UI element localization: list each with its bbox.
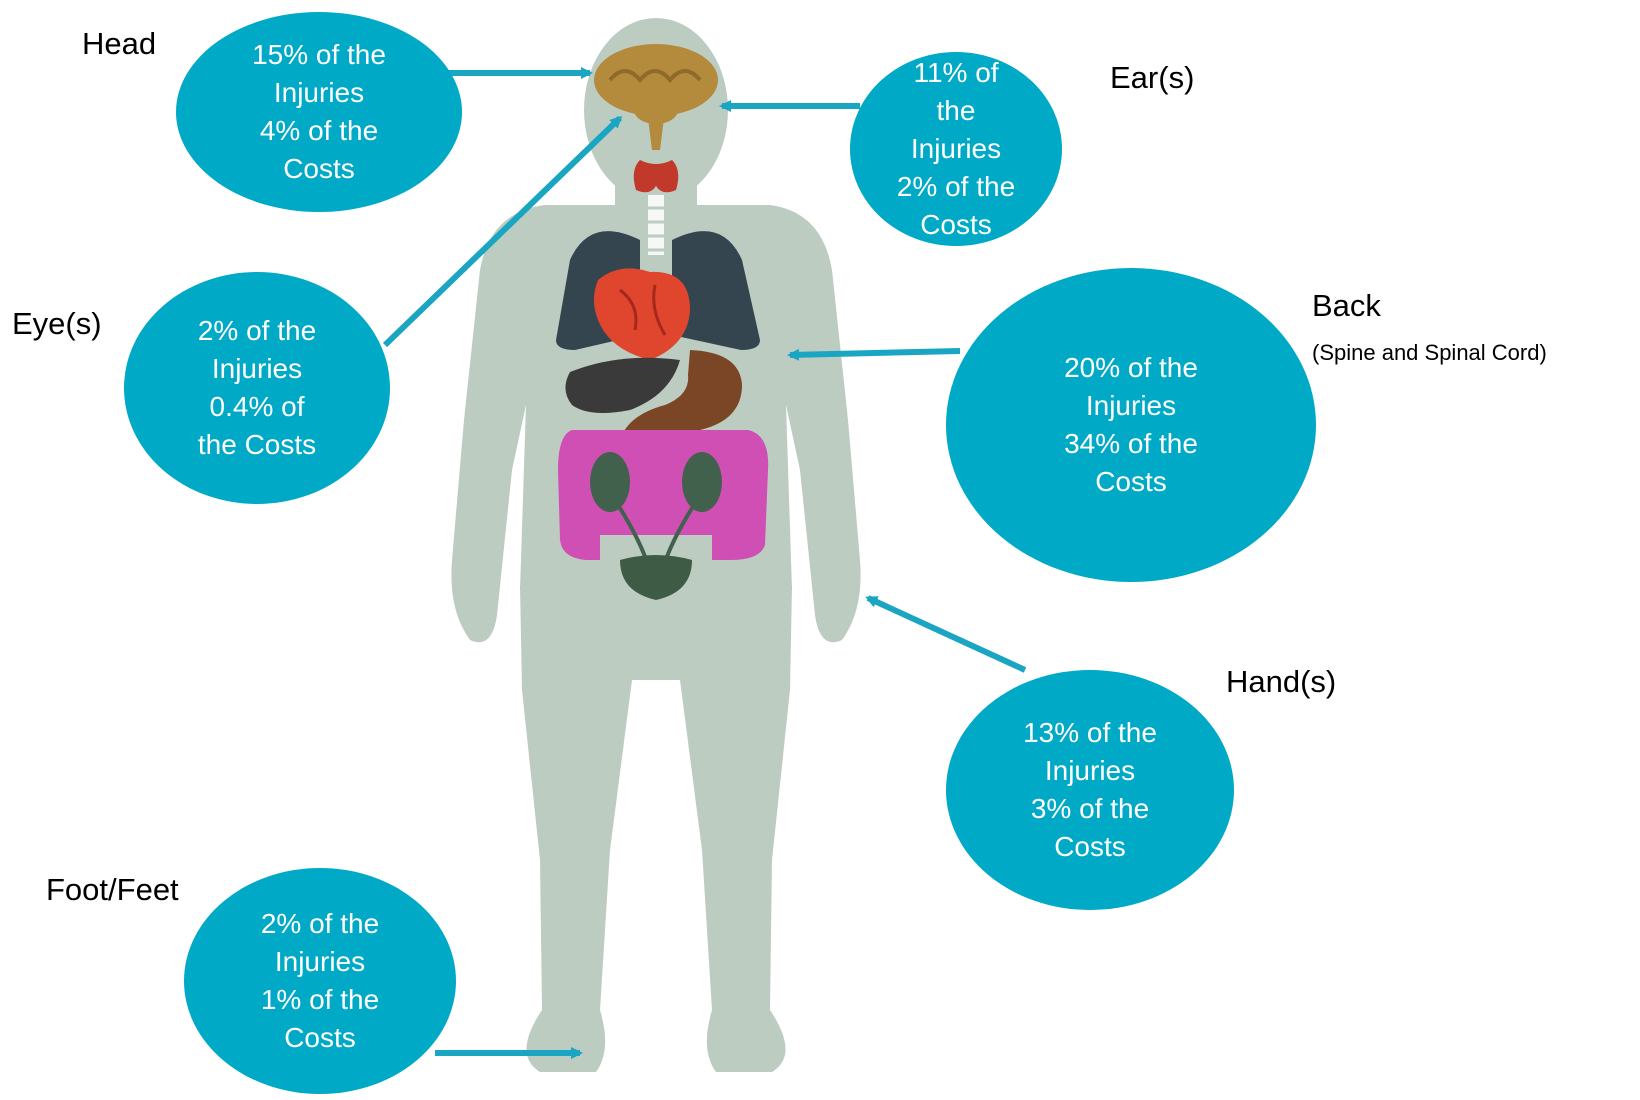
bubble-feet-line: 1% of the	[261, 981, 379, 1019]
bubble-eyes-line: the Costs	[198, 426, 316, 464]
label-hands: Hand(s)	[1226, 664, 1336, 700]
bubble-eyes-line: 0.4% of	[198, 388, 316, 426]
bubble-head-line: Costs	[252, 150, 386, 188]
bubble-eyes-line: Injuries	[198, 350, 316, 388]
arrow-hands	[868, 598, 1025, 670]
bubble-ears-line: Injuries	[897, 130, 1015, 168]
bubble-ears-line: the	[897, 92, 1015, 130]
label-ears: Ear(s)	[1110, 60, 1194, 96]
bubble-back: 20% of the Injuries 34% of the Costs	[946, 268, 1316, 582]
bubble-head: 15% of the Injuries 4% of the Costs	[176, 12, 462, 212]
bubble-feet-line: 2% of the	[261, 905, 379, 943]
bubble-hands: 13% of the Injuries 3% of the Costs	[946, 670, 1234, 910]
bubble-head-line: Injuries	[252, 74, 386, 112]
bubble-hands-line: Costs	[1023, 828, 1157, 866]
bubble-feet: 2% of the Injuries 1% of the Costs	[184, 868, 456, 1094]
bubble-back-line: 34% of the	[1064, 425, 1198, 463]
bubble-hands-line: Injuries	[1023, 752, 1157, 790]
bubble-eyes: 2% of the Injuries 0.4% of the Costs	[124, 272, 390, 504]
bubble-back-line: Costs	[1064, 463, 1198, 501]
bubble-back-line: Injuries	[1064, 387, 1198, 425]
bubble-feet-line: Injuries	[261, 943, 379, 981]
bubble-ears-line: 2% of the	[897, 168, 1015, 206]
bubble-head-line: 15% of the	[252, 36, 386, 74]
bubble-hands-line: 13% of the	[1023, 714, 1157, 752]
bubble-hands-line: 3% of the	[1023, 790, 1157, 828]
bubble-ears-line: 11% of	[897, 54, 1015, 92]
bubble-eyes-line: 2% of the	[198, 312, 316, 350]
label-eyes: Eye(s)	[12, 306, 102, 342]
label-back: Back	[1312, 288, 1381, 324]
arrow-back	[790, 351, 960, 355]
bubble-back-line: 20% of the	[1064, 349, 1198, 387]
bubble-ears-line: Costs	[897, 206, 1015, 244]
bubble-ears: 11% of the Injuries 2% of the Costs	[850, 52, 1062, 246]
label-feet: Foot/Feet	[46, 872, 179, 908]
bubble-feet-line: Costs	[261, 1019, 379, 1057]
label-back-sub: (Spine and Spinal Cord)	[1312, 340, 1547, 366]
label-head: Head	[82, 26, 156, 62]
bubble-head-line: 4% of the	[252, 112, 386, 150]
